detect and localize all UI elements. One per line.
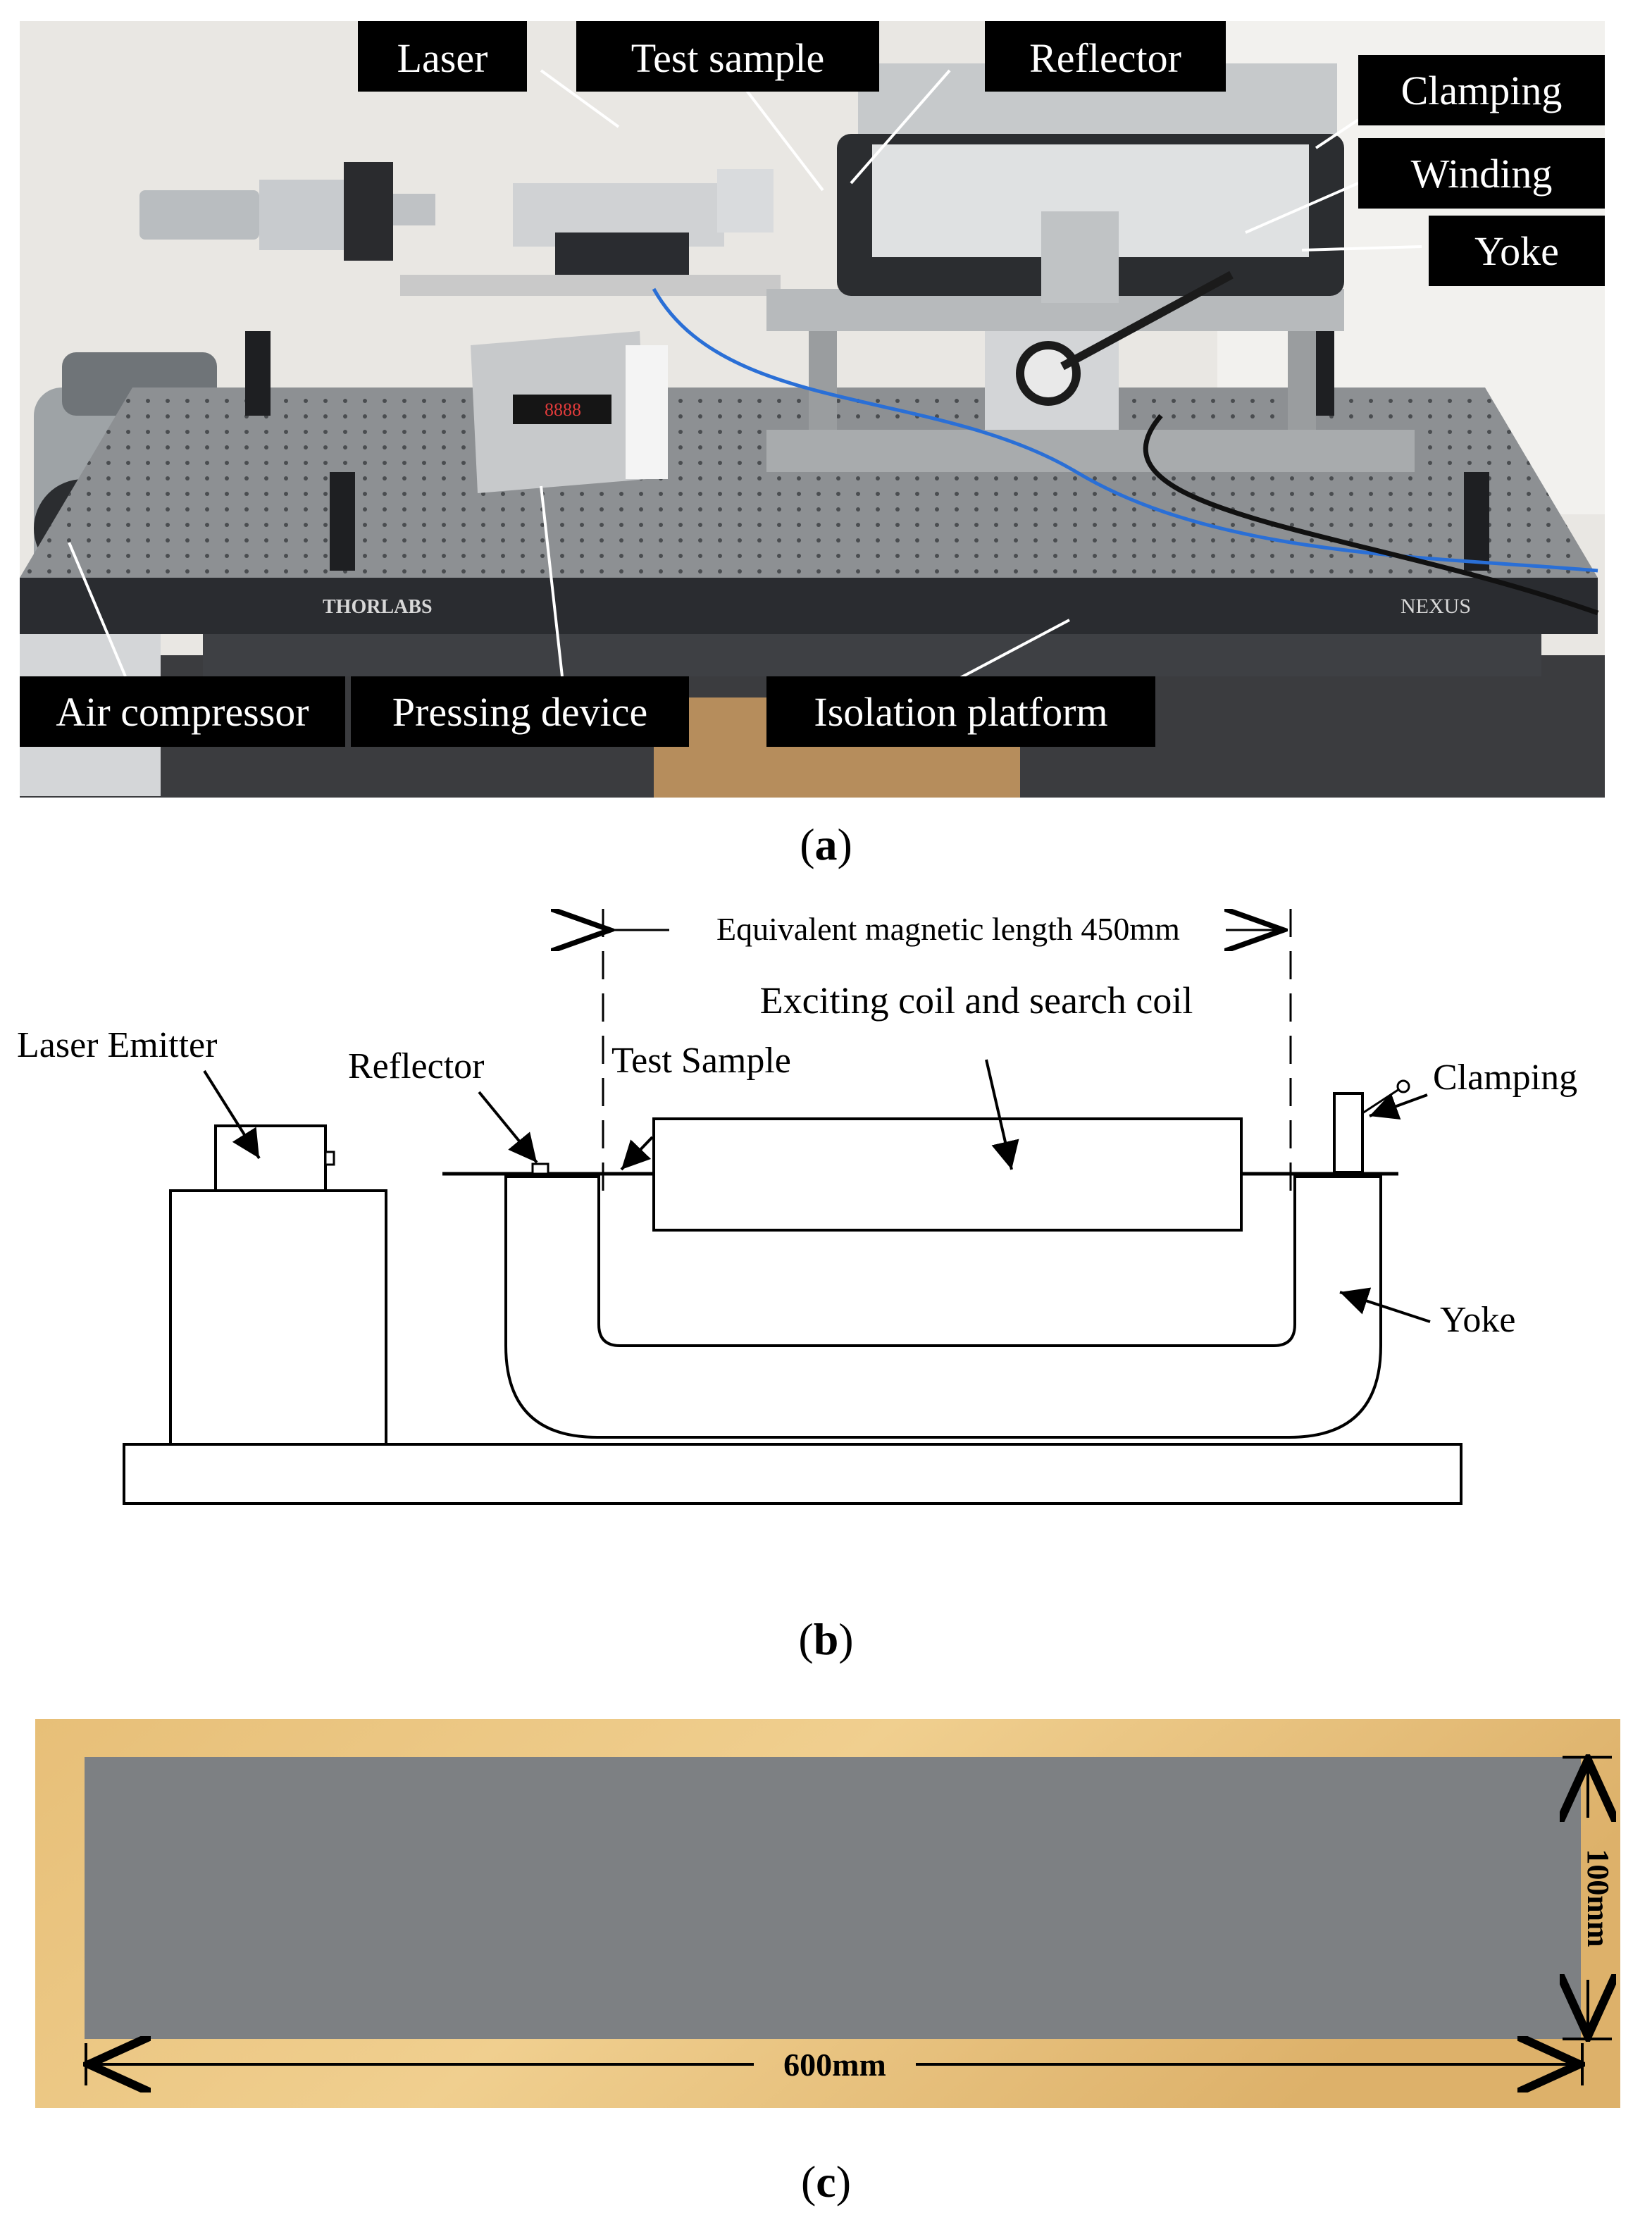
callout-isolation-platform: Isolation platform	[766, 676, 1155, 747]
black-cable	[1143, 414, 1599, 616]
callout-air-compressor-text: Air compressor	[56, 689, 309, 735]
label-reflector: Reflector	[348, 1046, 484, 1086]
panel-b-caption-letter: b	[813, 1614, 839, 1664]
callout-clamping: Clamping	[1358, 55, 1605, 125]
label-clamping: Clamping	[1433, 1058, 1577, 1098]
arrow-reflector	[850, 69, 951, 185]
pressing-device-display: 8888	[545, 399, 581, 420]
callout-air-compressor: Air compressor	[20, 676, 345, 747]
arrow-pressing-device	[540, 485, 564, 677]
panel-b-caption: (b)	[798, 1614, 854, 1664]
callout-yoke: Yoke	[1429, 216, 1605, 286]
pressing-device: 8888	[471, 331, 668, 493]
arrow-laser-emitter	[203, 1070, 261, 1160]
yoke-frame	[766, 63, 1415, 472]
clamping-block	[1333, 1092, 1364, 1174]
arrow-yoke	[1301, 245, 1422, 252]
silicon-steel-sample	[85, 1757, 1581, 2039]
callout-winding: Winding	[1358, 138, 1605, 209]
width-dimension-label: 600mm	[783, 2047, 886, 2083]
arrow-reflector	[478, 1091, 538, 1164]
height-dimension-label: 100mm	[1581, 1849, 1615, 1947]
clamping-knob	[1396, 1079, 1410, 1093]
reflector-block	[531, 1162, 549, 1175]
blue-cable	[652, 287, 1598, 573]
callout-reflector: Reflector	[985, 21, 1226, 92]
callout-laser-text: Laser	[397, 35, 488, 81]
callout-isolation-platform-text: Isolation platform	[814, 689, 1107, 735]
callout-reflector-text: Reflector	[1029, 35, 1181, 81]
callout-pressing-device-text: Pressing device	[392, 689, 647, 735]
brand-nexus: NEXUS	[1401, 595, 1471, 618]
arrow-winding	[1245, 182, 1359, 234]
laser-emitter-head	[214, 1124, 327, 1192]
label-coil: Exciting coil and search coil	[760, 979, 1193, 1022]
panel-a-caption: (a)	[800, 819, 852, 869]
callout-yoke-text: Yoke	[1474, 228, 1559, 274]
arrow-isolation-platform	[949, 619, 1070, 685]
arrow-clamping	[1369, 1093, 1428, 1120]
callout-winding-text: Winding	[1411, 151, 1553, 197]
laser-assembly	[139, 162, 781, 296]
exciting-coil	[652, 1117, 1243, 1232]
laser-emitter-lens	[324, 1151, 335, 1166]
brand-thorlabs: THORLABS	[323, 596, 433, 618]
callout-laser: Laser	[358, 21, 527, 92]
clamping-lever	[1362, 1088, 1400, 1115]
panel-c-caption: (c)	[800, 2157, 852, 2207]
callout-test-sample: Test sample	[576, 21, 879, 92]
panel-a-caption-letter: a	[814, 819, 838, 869]
arrow-laser	[540, 69, 620, 128]
arrow-yoke	[1339, 1287, 1431, 1323]
arrow-clamping	[1315, 118, 1360, 149]
panel-b-schematic: Equivalent magnetic length 450mm Laser E…	[17, 909, 1577, 1505]
callout-pressing-device: Pressing device	[351, 676, 689, 747]
label-yoke: Yoke	[1440, 1300, 1515, 1340]
laser-emitter-body	[169, 1189, 387, 1446]
arrow-coil	[985, 1059, 1019, 1170]
yoke-outline	[504, 1175, 1382, 1439]
panel-a-photo: THORLABS NEXUS 8888	[20, 21, 1605, 798]
label-laser-emitter: Laser Emitter	[17, 1025, 217, 1065]
callout-test-sample-text: Test sample	[631, 35, 825, 81]
callout-clamping-text: Clamping	[1401, 68, 1563, 113]
base-plate	[123, 1443, 1462, 1505]
arrow-air-compressor	[68, 542, 127, 677]
label-test-sample: Test Sample	[611, 1041, 791, 1081]
arrow-test-sample	[620, 1136, 654, 1171]
panel-c-caption-letter: c	[816, 2157, 836, 2207]
panel-c-sample-photo: 100mm 600mm	[35, 1719, 1620, 2108]
magnetic-length-label: Equivalent magnetic length 450mm	[716, 911, 1180, 947]
